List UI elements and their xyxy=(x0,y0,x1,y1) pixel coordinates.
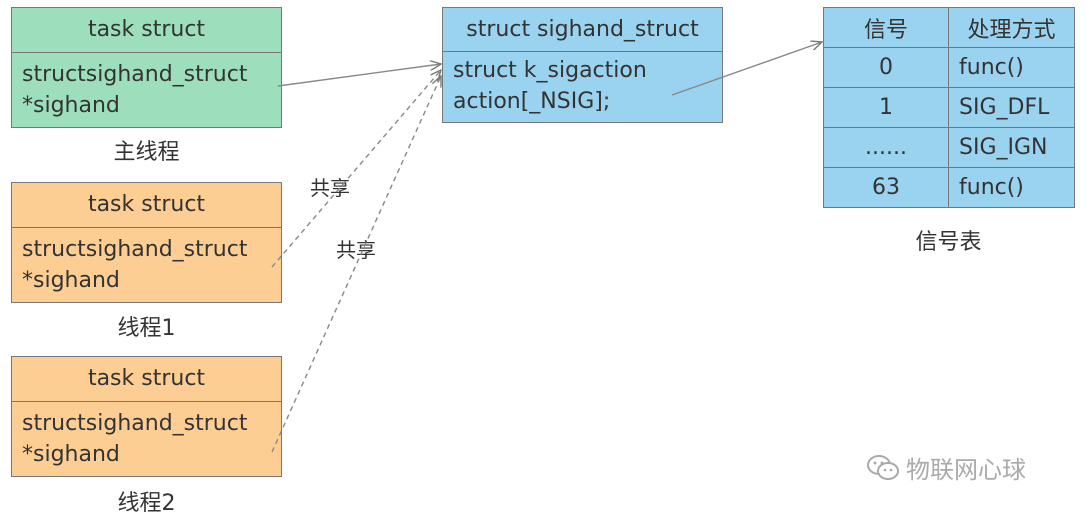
share-label-thread1: 共享 xyxy=(310,176,350,200)
main-thread-field-name: *sighand xyxy=(22,93,120,118)
thread2-field: structsighand_struct *sighand xyxy=(12,402,281,476)
thread1-task-struct: task struct structsighand_struct *sighan… xyxy=(11,182,282,303)
handler-cell: func() xyxy=(948,47,1075,88)
table-row: 63 func() xyxy=(823,167,1075,208)
thread2-header: task struct xyxy=(12,357,281,402)
thread2-field-name: *sighand xyxy=(22,442,120,467)
sighand-to-table-arrow xyxy=(671,42,822,96)
share-label-thread2: 共享 xyxy=(336,238,376,262)
main-thread-header: task struct xyxy=(12,8,281,53)
table-row: 1 SIG_DFL xyxy=(823,87,1075,128)
thread1-caption: 线程1 xyxy=(117,316,176,341)
signal-number-cell: 1 xyxy=(823,87,949,128)
signal-table: 信号 处理方式 0 func() 1 SIG_DFL ...... SIG_IG… xyxy=(823,7,1075,208)
handler-cell: SIG_IGN xyxy=(948,127,1075,168)
thread1-field: structsighand_struct *sighand xyxy=(12,228,281,302)
sighand-field-type: struct k_sigaction xyxy=(453,58,647,83)
signal-table-caption: 信号表 xyxy=(915,230,982,255)
signal-number-cell: ...... xyxy=(823,127,949,168)
main-thread-field-type: structsighand_struct xyxy=(22,62,248,87)
thread2-caption: 线程2 xyxy=(117,491,176,516)
main-thread-field: structsighand_struct *sighand xyxy=(12,53,281,127)
sighand-struct-box: struct sighand_struct struct k_sigaction… xyxy=(442,7,723,123)
thread1-field-name: *sighand xyxy=(22,268,120,293)
thread2-shared-arrow xyxy=(271,76,441,453)
signal-table-header-row: 信号 处理方式 xyxy=(823,7,1075,48)
thread1-field-type: structsighand_struct xyxy=(22,237,248,262)
main-thread-task-struct: task struct structsighand_struct *sighan… xyxy=(11,7,282,128)
watermark-text: 物联网心球 xyxy=(906,456,1026,484)
table-row: 0 func() xyxy=(823,47,1075,88)
watermark: 物联网心球 xyxy=(866,450,1026,485)
thread1-shared-arrow xyxy=(271,70,441,268)
signal-column-header: 信号 xyxy=(823,7,949,48)
handler-cell: func() xyxy=(948,167,1075,208)
sighand-field-name: action[_NSIG]; xyxy=(453,89,611,114)
thread2-field-type: structsighand_struct xyxy=(22,411,248,436)
wechat-icon xyxy=(867,454,899,480)
thread2-task-struct: task struct structsighand_struct *sighan… xyxy=(11,356,282,477)
thread1-header: task struct xyxy=(12,183,281,228)
main-thread-arrow xyxy=(277,64,441,87)
handler-column-header: 处理方式 xyxy=(948,7,1075,48)
handler-cell: SIG_DFL xyxy=(948,87,1075,128)
sighand-struct-field: struct k_sigaction action[_NSIG]; xyxy=(443,52,722,123)
table-row: ...... SIG_IGN xyxy=(823,127,1075,168)
sighand-struct-header: struct sighand_struct xyxy=(443,8,722,52)
main-thread-caption: 主线程 xyxy=(113,140,180,165)
signal-number-cell: 0 xyxy=(823,47,949,88)
